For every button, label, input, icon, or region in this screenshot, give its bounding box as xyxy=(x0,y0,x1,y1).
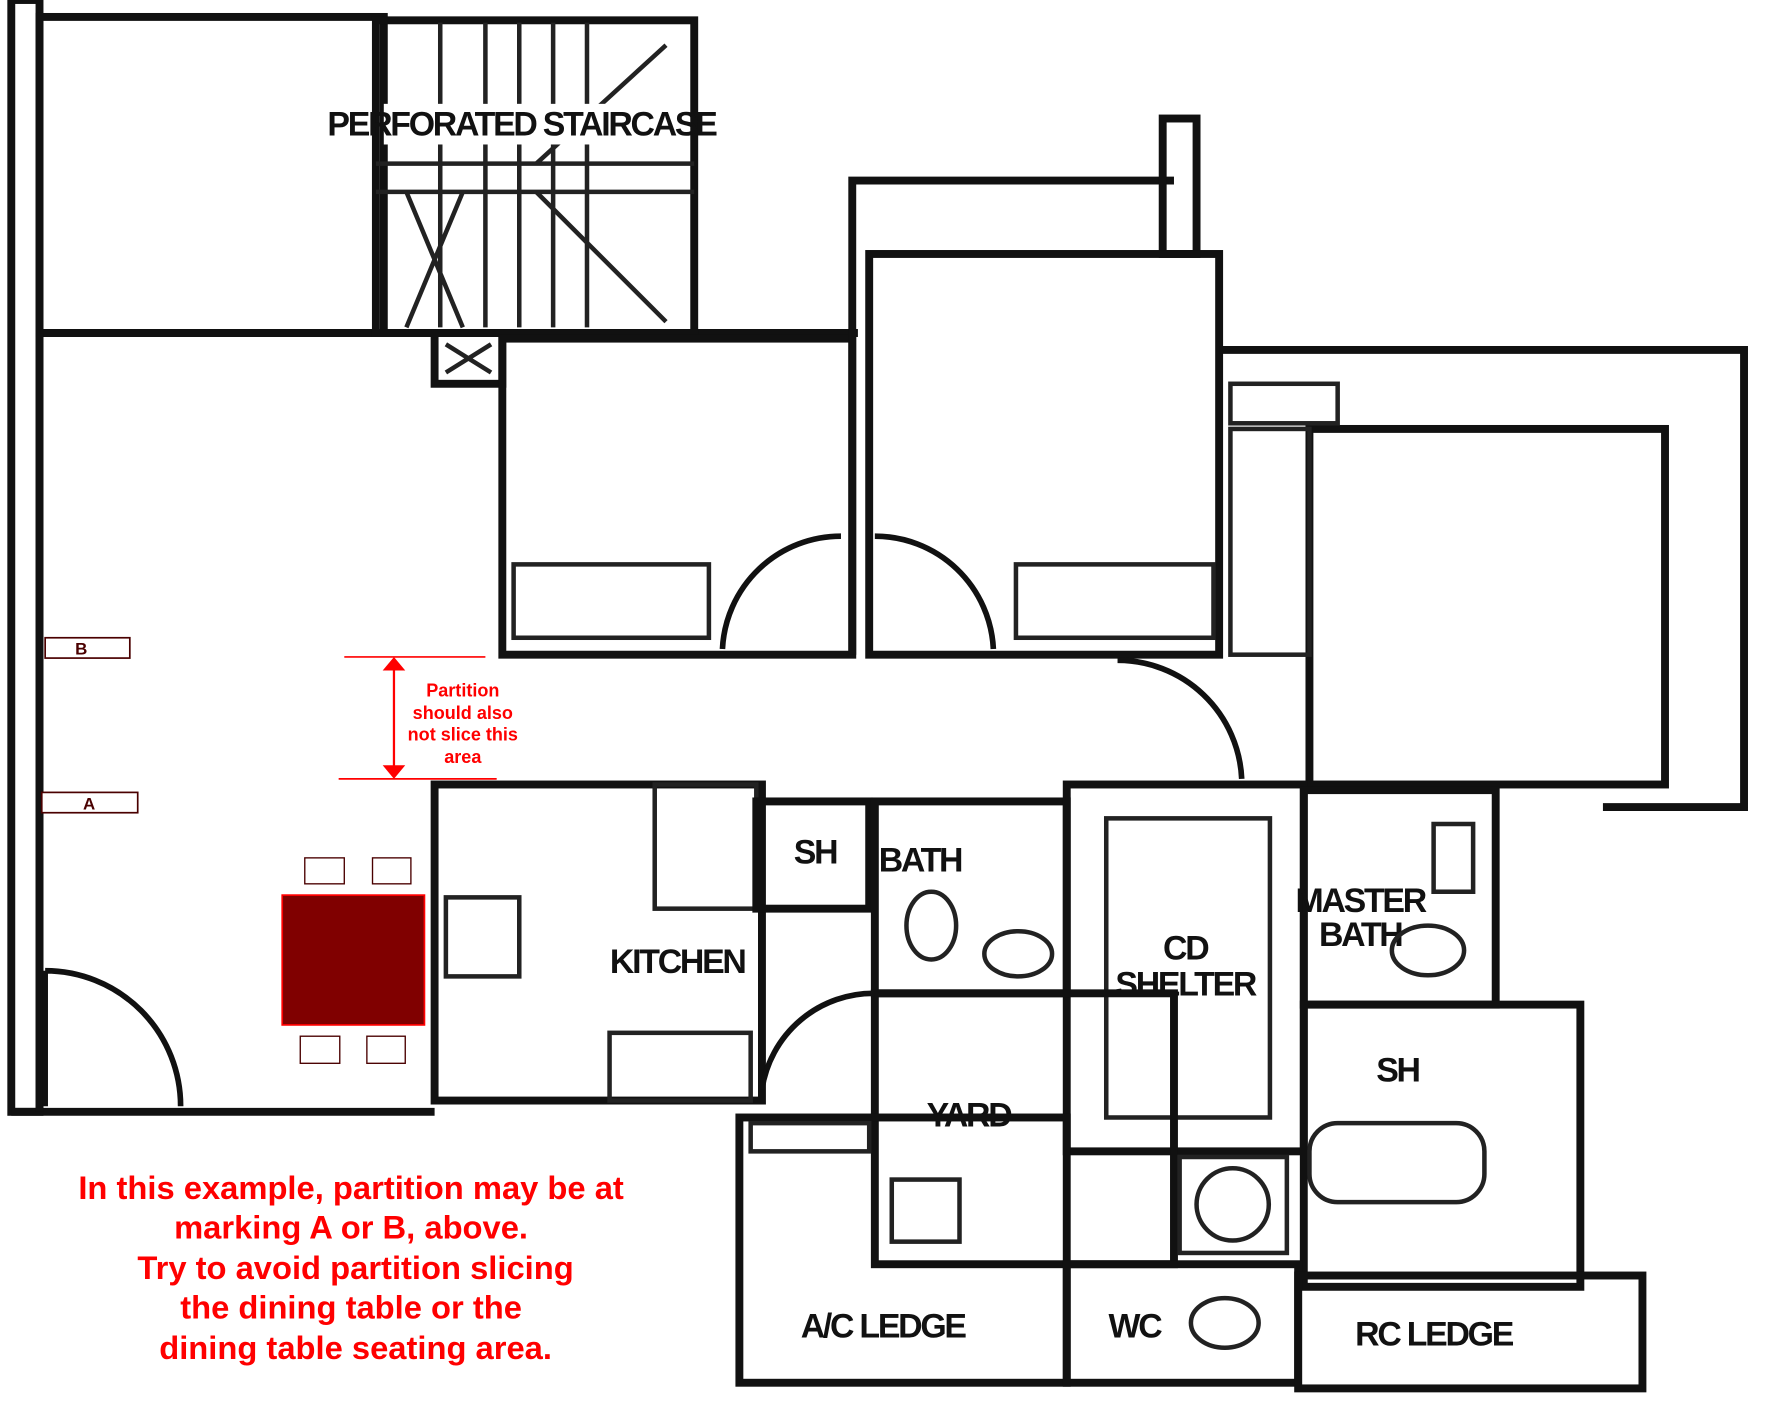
partition-markings: B A xyxy=(40,636,139,814)
caption-line-5: dining table seating area. xyxy=(159,1329,552,1366)
caption-line-3: Try to avoid partition slicing xyxy=(137,1249,573,1286)
arrow-down-icon xyxy=(382,765,406,779)
chair xyxy=(299,1035,341,1064)
label-staircase: PERFORATED STAIRCASE xyxy=(327,105,717,143)
label-shelter-2: SHELTER xyxy=(1115,966,1257,1004)
caption-line-4: the dining table or the xyxy=(180,1288,522,1325)
dining-table xyxy=(281,894,426,1026)
chair xyxy=(366,1035,406,1064)
label-rc-ledge: RC LEDGE xyxy=(1355,1316,1514,1354)
walls xyxy=(7,0,858,1116)
label-bath: BATH xyxy=(879,841,962,879)
no-slice-annotation: Partition should also not slice this are… xyxy=(338,656,518,780)
note-line-2: should also xyxy=(413,703,513,723)
caption-line-2: marking A or B, above. xyxy=(174,1208,528,1245)
note-line-4: area xyxy=(444,747,482,767)
label-ac-ledge: A/C LEDGE xyxy=(801,1308,967,1346)
dining-set xyxy=(281,857,426,1064)
label-sh-1: SH xyxy=(794,834,837,872)
chair xyxy=(371,857,412,885)
bedroom-1 xyxy=(498,334,857,659)
marking-b: B xyxy=(75,640,87,659)
chair xyxy=(304,857,345,885)
staircase: PERFORATED STAIRCASE xyxy=(327,16,720,337)
note-line-1: Partition xyxy=(426,680,499,700)
marking-a: A xyxy=(83,794,95,813)
entrance-door-arc xyxy=(42,967,184,1107)
service-area: SH BATH KITCHEN CD SHELTER MASTER BATH S… xyxy=(430,780,1647,1393)
master-bedroom xyxy=(1117,345,1748,812)
arrow-up-icon xyxy=(382,656,406,671)
bedroom-2 xyxy=(848,114,1224,659)
caption: In this example, partition may be at mar… xyxy=(78,1169,624,1366)
label-wc: WC xyxy=(1109,1308,1163,1346)
note-line-3: not slice this xyxy=(408,724,518,744)
label-master-bath-1: MASTER xyxy=(1296,882,1427,920)
label-kitchen: KITCHEN xyxy=(610,943,745,981)
caption-line-1: In this example, partition may be at xyxy=(78,1169,624,1206)
label-sh-2: SH xyxy=(1376,1051,1419,1089)
label-shelter-1: CD xyxy=(1163,929,1209,967)
